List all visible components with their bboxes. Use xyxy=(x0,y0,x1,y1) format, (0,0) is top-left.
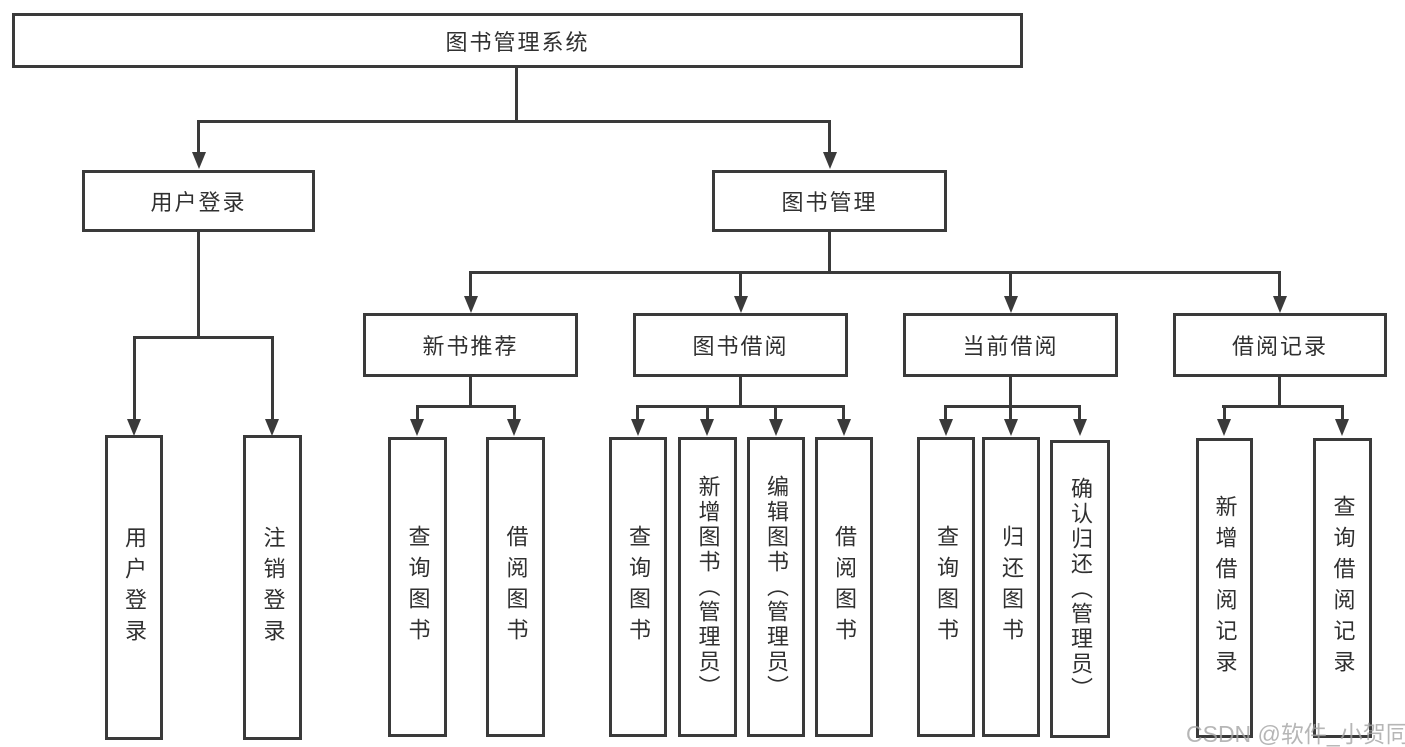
arrow-down-icon xyxy=(410,419,424,436)
arrow-down-icon xyxy=(1004,419,1018,436)
node-leaf-cb-query: 查询图书 xyxy=(917,437,975,737)
connector-line xyxy=(133,336,136,420)
node-user-login: 用户登录 xyxy=(82,170,315,232)
connector-line xyxy=(1009,271,1012,297)
connector-line xyxy=(945,405,1081,408)
connector-line xyxy=(944,405,947,420)
node-leaf-nb-query: 查询图书 xyxy=(388,437,447,737)
arrow-down-icon xyxy=(823,152,837,169)
connector-line xyxy=(739,271,742,297)
connector-line xyxy=(1222,405,1344,408)
connector-line xyxy=(469,271,1281,274)
connector-line xyxy=(774,405,777,420)
arrow-down-icon xyxy=(1335,419,1349,436)
node-book-mgmt: 图书管理 xyxy=(712,170,947,232)
arrow-down-icon xyxy=(734,296,748,313)
connector-line xyxy=(416,405,419,420)
connector-line xyxy=(1341,405,1344,420)
node-new-book-rec: 新书推荐 xyxy=(363,313,578,377)
node-leaf-bb-edit: 编辑图书（管理员） xyxy=(747,437,805,737)
connector-line xyxy=(197,120,831,123)
node-current-borrow: 当前借阅 xyxy=(903,313,1118,377)
connector-line xyxy=(271,336,274,420)
connector-line xyxy=(636,405,845,408)
node-book-borrow: 图书借阅 xyxy=(633,313,848,377)
connector-line xyxy=(739,377,742,407)
arrow-down-icon xyxy=(700,419,714,436)
arrow-down-icon xyxy=(939,419,953,436)
node-leaf-cb-return: 归还图书 xyxy=(982,437,1040,737)
connector-line xyxy=(469,377,472,407)
node-leaf-user-login: 用户登录 xyxy=(105,435,163,740)
node-leaf-br-add: 新增借阅记录 xyxy=(1196,438,1253,738)
connector-line xyxy=(1278,271,1281,297)
arrow-down-icon xyxy=(507,419,521,436)
connector-line xyxy=(1009,377,1012,407)
node-leaf-logout: 注销登录 xyxy=(243,435,302,740)
connector-line xyxy=(706,405,709,420)
connector-line xyxy=(636,405,639,420)
arrow-down-icon xyxy=(265,419,279,436)
connector-line xyxy=(513,405,516,420)
connector-line xyxy=(828,232,831,273)
node-leaf-cb-confirm: 确认归还（管理员） xyxy=(1050,440,1110,738)
arrow-down-icon xyxy=(631,419,645,436)
arrow-down-icon xyxy=(1217,419,1231,436)
connector-line xyxy=(416,405,516,408)
node-root: 图书管理系统 xyxy=(12,13,1023,68)
arrow-down-icon xyxy=(837,419,851,436)
connector-line xyxy=(842,405,845,420)
connector-line xyxy=(1278,377,1281,407)
node-leaf-br-query: 查询借阅记录 xyxy=(1313,438,1372,738)
node-leaf-bb-query: 查询图书 xyxy=(609,437,667,737)
connector-line xyxy=(197,232,200,338)
connector-line xyxy=(469,271,472,297)
arrow-down-icon xyxy=(464,296,478,313)
arrow-down-icon xyxy=(1273,296,1287,313)
arrow-down-icon xyxy=(1073,419,1087,436)
connector-line xyxy=(197,120,200,153)
node-leaf-bb-add: 新增图书（管理员） xyxy=(678,437,737,737)
arrow-down-icon xyxy=(192,152,206,169)
connector-line xyxy=(1078,405,1081,420)
arrow-down-icon xyxy=(769,419,783,436)
connector-line xyxy=(515,68,518,122)
arrow-down-icon xyxy=(1004,296,1018,313)
arrow-down-icon xyxy=(127,419,141,436)
node-borrow-record: 借阅记录 xyxy=(1173,313,1387,377)
node-leaf-bb-borrow: 借阅图书 xyxy=(815,437,873,737)
connector-line xyxy=(1009,405,1012,420)
csdn-watermark: CSDN @软件_小贺同学 xyxy=(1186,721,1405,747)
node-leaf-nb-borrow: 借阅图书 xyxy=(486,437,545,737)
connector-line xyxy=(828,120,831,153)
connector-line xyxy=(133,336,273,339)
connector-line xyxy=(1223,405,1226,420)
